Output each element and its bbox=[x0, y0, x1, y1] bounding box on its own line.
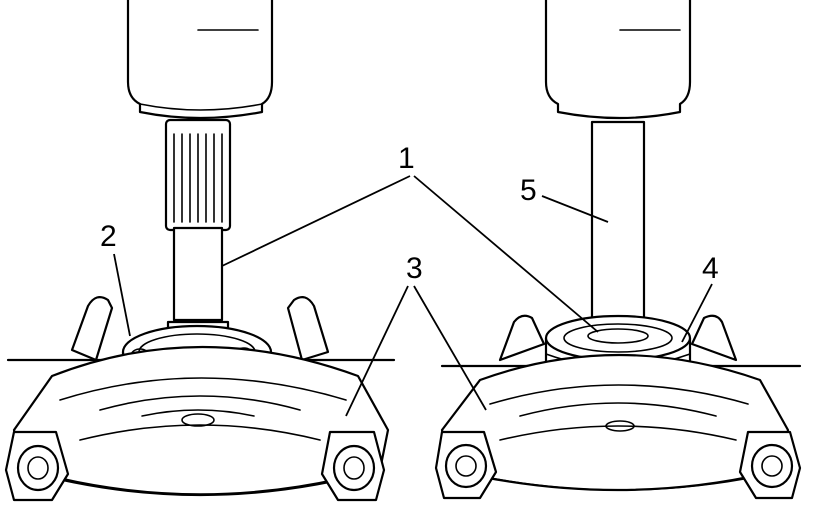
callout-3: 3 bbox=[345, 252, 487, 417]
callout-label-4: 4 bbox=[702, 252, 719, 285]
callout-3-leader-left bbox=[345, 285, 409, 417]
callout-4: 4 bbox=[681, 252, 719, 343]
callout-label-1: 1 bbox=[398, 142, 415, 175]
right-press-ram bbox=[544, 0, 692, 120]
callout-label-3: 3 bbox=[406, 252, 423, 285]
left-shaft bbox=[164, 118, 232, 356]
callout-2: 2 bbox=[100, 220, 131, 337]
right-bolt-left bbox=[434, 430, 498, 500]
right-pusher-rod bbox=[590, 120, 646, 330]
left-press-ram bbox=[126, 0, 274, 120]
left-bolt-right bbox=[320, 430, 386, 502]
callout-2-leader bbox=[113, 253, 131, 337]
callout-label-5: 5 bbox=[520, 174, 537, 207]
left-bolt-left bbox=[4, 430, 70, 502]
callout-1-leader-right bbox=[413, 175, 599, 333]
callout-5-leader bbox=[541, 195, 609, 223]
left-separator-rods bbox=[70, 295, 330, 362]
right-separator-base bbox=[434, 353, 802, 500]
callout-1-leader-left bbox=[221, 175, 411, 267]
left-separator-base bbox=[4, 345, 390, 502]
callout-3-leader-right bbox=[413, 285, 487, 411]
right-bolt-right bbox=[738, 430, 802, 500]
callout-5: 5 bbox=[520, 174, 609, 223]
right-assembly bbox=[434, 0, 802, 500]
callout-label-2: 2 bbox=[100, 220, 117, 253]
left-assembly bbox=[4, 0, 396, 502]
callout-4-leader bbox=[681, 283, 713, 343]
right-separator-rods bbox=[498, 314, 738, 362]
callout-1: 1 bbox=[221, 142, 599, 333]
